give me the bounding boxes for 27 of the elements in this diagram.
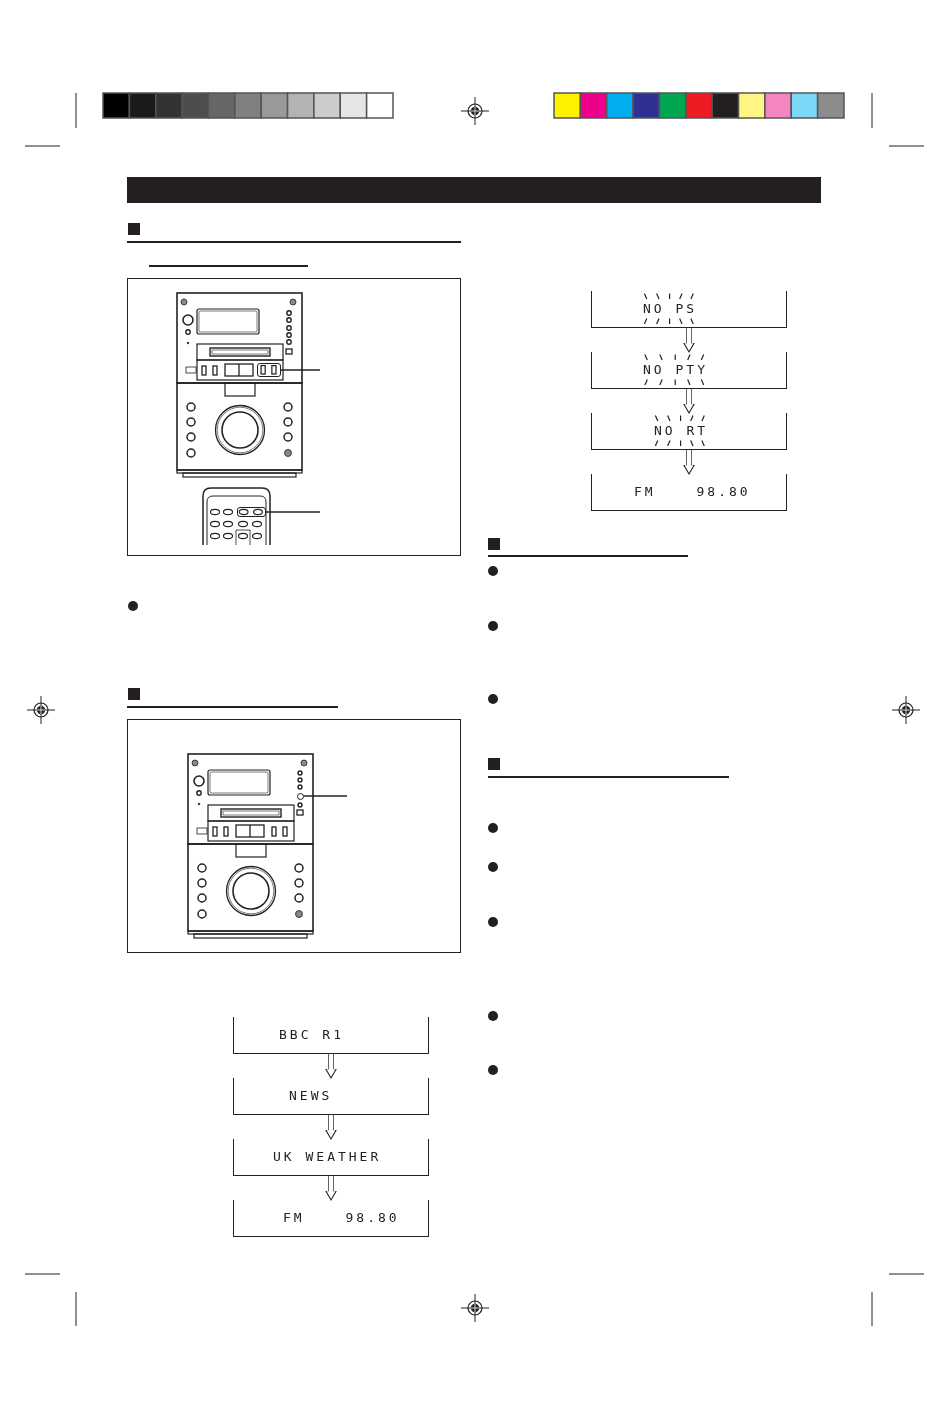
leader-line <box>265 511 321 513</box>
display-text: BBC R1 <box>279 1027 344 1043</box>
flow-arrow <box>683 328 695 353</box>
display-text: NEWS <box>289 1088 333 1104</box>
lcd-display-panel <box>233 1200 429 1237</box>
flow-arrow <box>683 389 695 414</box>
display-text: FM 98.80 <box>283 1210 400 1226</box>
flow-arrow <box>683 450 695 475</box>
lcd-display-panel <box>591 474 787 511</box>
display-text: NO RT <box>654 423 709 439</box>
display-text: UK WEATHER <box>273 1149 382 1165</box>
leader-line <box>302 795 348 797</box>
lcd-display-panel <box>591 413 787 450</box>
flow-arrow <box>325 1115 337 1140</box>
flow-arrow <box>325 1176 337 1201</box>
display-text: NO PS <box>643 301 698 317</box>
flow-arrow <box>325 1054 337 1079</box>
lcd-display-panel <box>233 1139 429 1176</box>
display-text: FM 98.80 <box>634 484 751 500</box>
display-text: NO PTY <box>643 362 708 378</box>
lcd-display-panel <box>591 352 787 389</box>
button-pair <box>257 363 281 377</box>
remote-button-pair <box>237 507 266 517</box>
lcd-display-panel <box>591 291 787 328</box>
leader-line <box>280 369 321 371</box>
lcd-display-panel <box>233 1017 429 1054</box>
lcd-display-panel <box>233 1078 429 1115</box>
